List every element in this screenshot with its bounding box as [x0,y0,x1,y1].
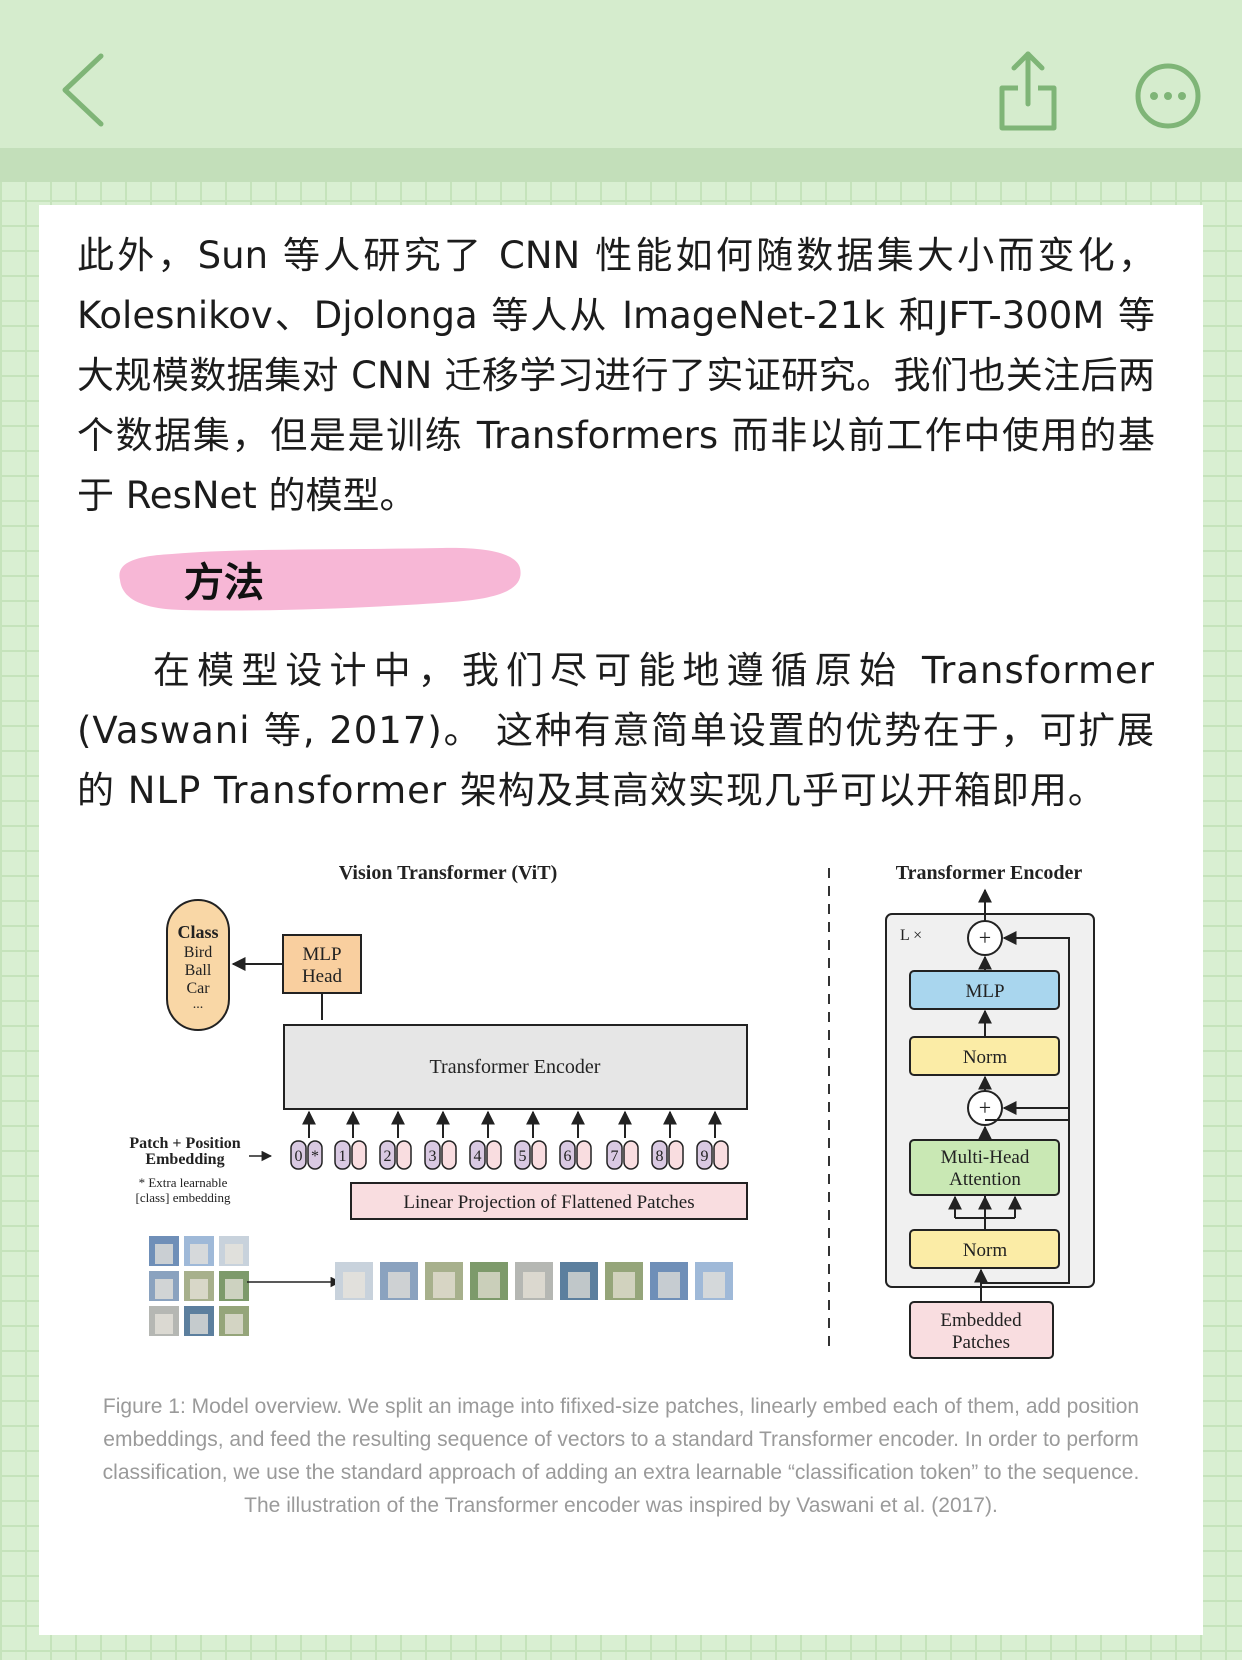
image-patch-detail [225,1244,243,1264]
image-patch-detail [155,1244,173,1264]
share-icon[interactable] [998,48,1058,134]
mlp-head-line: MLP [302,944,341,965]
position-token-label: 4 [474,1148,482,1165]
heading-title: 方法 [184,560,264,606]
flattened-patch-detail [613,1272,635,1298]
image-patch-detail [190,1314,208,1334]
patch-embedding-label: Embedding [145,1151,224,1168]
top-bar [0,0,1242,148]
flattened-patches-row [335,1262,733,1300]
encoder-title: Transformer Encoder [896,862,1083,884]
linear-projection-box [350,1182,748,1220]
position-token-label: 6 [564,1148,572,1165]
vit-title: Vision Transformer (ViT) [339,862,558,884]
patch-token [441,1140,457,1170]
patch-embedding-label: Patch + Position [129,1135,240,1152]
image-patch-detail [155,1279,173,1299]
class-item: Ball [185,962,212,979]
patch-token [668,1140,684,1170]
patch-token [576,1140,592,1170]
position-token-label: 2 [384,1148,392,1165]
position-token-label: 7 [611,1148,619,1165]
extra-learnable-note: * Extra learnable [139,1175,228,1190]
patch-token [351,1140,367,1170]
image-patch-detail [225,1314,243,1334]
plus-sign: + [979,925,991,950]
image-patch-detail [155,1314,173,1334]
class-item: Car [186,980,210,997]
position-token-label: 0 [295,1148,303,1165]
flattened-patch-detail [343,1272,365,1298]
class-token-mark: * [311,1148,319,1165]
paragraph-method: 在模型设计中，我们尽可能地遵循原始 Transformer (Vaswani 等… [77,649,1155,812]
flattened-patch-detail [523,1272,545,1298]
class-item: ... [193,997,204,1012]
image-patch-detail [190,1244,208,1264]
position-token [379,1140,396,1170]
transformer-encoder-box [283,1024,748,1110]
image-patch-detail [225,1279,243,1299]
section-heading: 方法 [112,542,524,616]
extra-learnable-note: [class] embedding [136,1190,231,1205]
class-label: Class [177,922,218,942]
norm-label: Norm [963,1047,1008,1068]
mlp-head-box [282,934,362,994]
token-row: 0 * 1 2 3 4 5 6 7 8 9 [290,1110,729,1170]
mha-label: Attention [949,1169,1021,1190]
figure-caption: Figure 1: Model overview. We split an im… [102,1395,1140,1517]
position-token-label: 3 [429,1148,437,1165]
flattened-patch-detail [433,1272,455,1298]
encoder-connectors [948,914,1070,1302]
position-token [559,1140,576,1170]
back-chevron-icon[interactable] [55,52,115,128]
position-token-label: 9 [701,1148,709,1165]
position-token [651,1140,668,1170]
position-token [696,1140,713,1170]
layer-count-label: L × [900,927,922,944]
position-token [424,1140,441,1170]
image-patch-detail [190,1279,208,1299]
patch-token [713,1140,729,1170]
mha-label: Multi-Head [941,1147,1030,1168]
patch-token [396,1140,412,1170]
patch-token [531,1140,547,1170]
linear-projection-label: Linear Projection of Flattened Patches [403,1192,694,1213]
position-token-label: 5 [519,1148,527,1165]
patch-token [307,1140,323,1170]
position-token [290,1140,307,1170]
position-token-label: 1 [339,1148,347,1165]
source-image-grid [149,1236,249,1336]
plus-sign: + [979,1095,991,1120]
position-token [606,1140,623,1170]
paragraph-intro: 此外，Sun 等人研究了 CNN 性能如何随数据集大小而变化，Kolesniko… [77,234,1155,517]
more-options-icon[interactable] [1134,62,1202,130]
patch-token [486,1140,502,1170]
class-oval [166,899,230,1031]
vit-figure: Vision Transformer (ViT) Class Bird Ball… [129,862,1095,1359]
patch-token [623,1140,639,1170]
position-token [469,1140,486,1170]
transformer-encoder-label: Transformer Encoder [430,1056,601,1078]
position-token [334,1140,351,1170]
norm-label: Norm [963,1240,1008,1261]
mlp-label: MLP [965,981,1004,1002]
top-bar-shadow [0,148,1242,182]
position-token [514,1140,531,1170]
flattened-patch-detail [388,1272,410,1298]
flattened-patch-detail [478,1272,500,1298]
flattened-patch-detail [658,1272,680,1298]
flattened-patch-detail [703,1272,725,1298]
position-token-label: 8 [656,1148,664,1165]
heading-highlight-brush [119,547,521,611]
class-item: Bird [184,944,212,961]
mlp-head-line: Head [302,966,343,987]
embedded-patches-label: Patches [952,1332,1010,1353]
embedded-patches-label: Embedded [940,1310,1022,1331]
flattened-patch-detail [568,1272,590,1298]
